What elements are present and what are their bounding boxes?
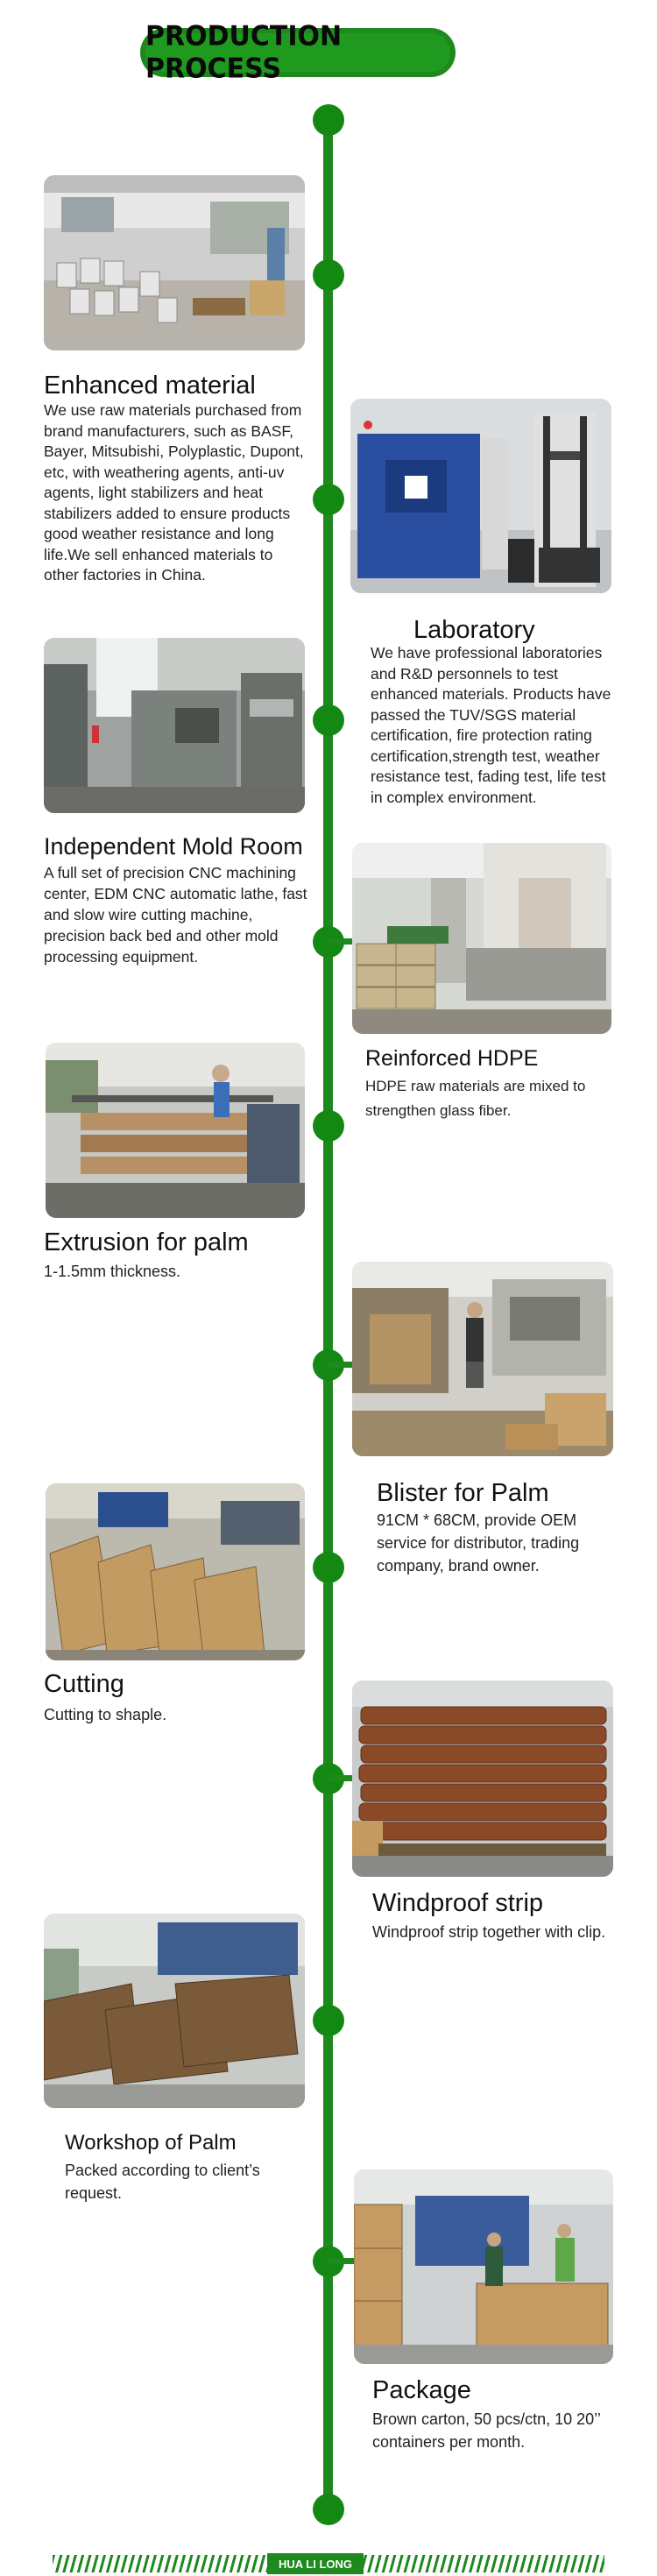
independent-mold-room-photo <box>44 638 305 813</box>
package-photo <box>354 2169 613 2364</box>
enhanced-material-photo <box>44 175 305 350</box>
timeline-dot <box>313 259 344 291</box>
timeline-dot <box>313 2005 344 2036</box>
page-title-badge: PRODUCTION PROCESS <box>140 20 456 85</box>
timeline-dot <box>313 704 344 736</box>
workshop-of-palm-photo <box>44 1914 305 2108</box>
page-title: PRODUCTION PROCESS <box>145 20 343 85</box>
step-text-cutting: Cutting to shaple. <box>44 1706 167 1723</box>
step-text-independent-mold-room: A full set of precision CNC machining ce… <box>44 864 307 966</box>
step-title-independent-mold-room: Independent Mold Room <box>44 833 303 860</box>
step-title-extrusion-for-palm: Extrusion for palm <box>44 1228 249 1256</box>
step-text-enhanced-material: We use raw materials purchased from bran… <box>44 401 304 584</box>
cutting-photo <box>46 1483 305 1660</box>
step-text-reinforced-hdpe: HDPE raw materials are mixed to strength… <box>365 1078 586 1119</box>
step-title-package: Package <box>372 2376 471 2404</box>
step-title-cutting: Cutting <box>44 1670 124 1698</box>
blister-for-palm-photo <box>352 1262 613 1456</box>
laboratory-photo <box>350 399 611 593</box>
windproof-strip-photo <box>352 1681 613 1877</box>
step-text-windproof-strip: Windproof strip together with clip. <box>372 1923 606 1941</box>
step-title-workshop-of-palm: Workshop of Palm <box>65 2131 237 2155</box>
extrusion-for-palm-photo <box>46 1043 305 1218</box>
step-text-extrusion-for-palm: 1-1.5mm thickness. <box>44 1263 181 1280</box>
footer-band: HUA LI LONG <box>0 2550 657 2576</box>
step-title-blister-for-palm: Blister for Palm <box>377 1479 549 1507</box>
timeline-connector <box>328 2258 357 2264</box>
timeline-connector <box>328 938 357 945</box>
step-text-laboratory: We have professional laboratories and R&… <box>371 644 611 806</box>
footer-brand: HUA LI LONG <box>267 2553 364 2574</box>
timeline-dot <box>313 1552 344 1583</box>
timeline-connector <box>328 1362 357 1368</box>
step-text-blister-for-palm: 91CM * 68CM, provide OEM service for dis… <box>377 1511 580 1575</box>
step-text-workshop-of-palm: Packed according to client’s request. <box>65 2162 260 2202</box>
timeline-dot <box>313 1110 344 1142</box>
timeline-line <box>323 119 333 2509</box>
timeline-dot <box>313 484 344 515</box>
step-title-laboratory: Laboratory <box>413 616 535 644</box>
timeline-connector <box>328 1775 357 1781</box>
step-title-reinforced-hdpe: Reinforced HDPE <box>365 1046 539 1071</box>
reinforced-hdpe-photo <box>352 843 611 1034</box>
step-text-package: Brown carton, 50 pcs/ctn, 10 20’’ contai… <box>372 2410 601 2451</box>
timeline-dot <box>313 104 344 136</box>
step-title-windproof-strip: Windproof strip <box>372 1889 544 1917</box>
timeline-dot <box>313 2494 344 2525</box>
step-title-enhanced-material: Enhanced material <box>44 372 256 400</box>
